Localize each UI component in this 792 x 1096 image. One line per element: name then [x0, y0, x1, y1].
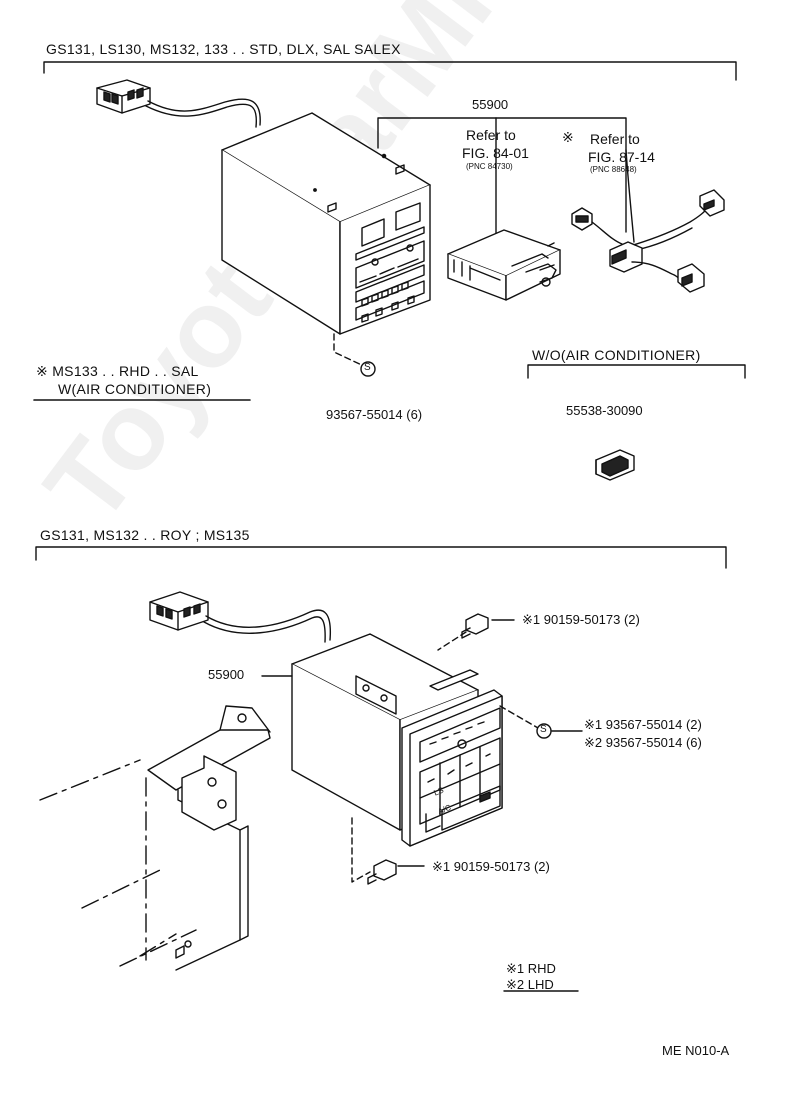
wo-ac-bracket — [527, 364, 746, 379]
top-screw-part-number: 93567-55014 (6) — [326, 407, 423, 422]
top-ac-harness — [571, 149, 725, 293]
top-55900-callout — [377, 117, 627, 233]
bottom-top-bolt — [461, 613, 489, 639]
bottom-harness-connector — [149, 591, 209, 631]
refer2-pnc: (PNC 88648) — [590, 165, 637, 174]
legend-rhd: ※1 RHD — [506, 961, 556, 976]
bottom-unit-part-number: 55900 — [208, 667, 245, 682]
refer2-mark: ※ — [562, 129, 574, 145]
wo-ac-label: W/O(AIR CONDITIONER) — [532, 347, 701, 363]
bottom-screw-symbol — [536, 723, 552, 739]
legend-lhd: ※2 LHD — [506, 977, 554, 992]
refer2-line2: FIG. 87-14 — [588, 149, 655, 165]
top-screw-s-glyph: S — [364, 362, 371, 373]
top-harness-connector — [96, 79, 151, 114]
refer2-line1: Refer to — [590, 131, 640, 147]
mounting-bracket — [147, 705, 271, 971]
top-section-bracket — [43, 61, 737, 81]
bottom-section-bracket — [35, 546, 727, 569]
figure-code: ME N010-A — [662, 1043, 730, 1058]
dash-outline — [39, 759, 197, 967]
cover-part-number: 55538-30090 — [566, 403, 643, 418]
top-section-header: GS131, LS130, MS132, 133 . . STD, DLX, S… — [46, 41, 401, 57]
top-screw-leader — [333, 333, 369, 369]
bottom-wire — [203, 609, 332, 643]
refer1-line1: Refer to — [466, 127, 516, 143]
bottom-bolt-lower-label: ※1 90159-50173 (2) — [432, 859, 550, 874]
bottom-lower-bolt — [367, 859, 397, 885]
bottom-screw-label-1: ※1 93567-55014 (2) — [584, 717, 702, 732]
bottom-screw-label-2: ※2 93567-55014 (6) — [584, 735, 702, 750]
refer1-pnc: (PNC 84730) — [466, 162, 513, 171]
bottom-control-unit — [291, 633, 503, 847]
bottom-screw-s-glyph: S — [540, 724, 547, 735]
top-screw-symbol — [360, 361, 376, 377]
top-control-unit — [221, 112, 431, 335]
bottom-section-header: GS131, MS132 . . ROY ; MS135 — [40, 527, 250, 543]
top-control-panel — [447, 229, 561, 301]
top-note-line1: ※ MS133 . . RHD . . SAL — [36, 363, 199, 379]
bottom-bolt-top-label: ※1 90159-50173 (2) — [522, 612, 640, 627]
top-unit-part-number: 55900 — [472, 97, 509, 112]
refer1-line2: FIG. 84-01 — [462, 145, 529, 161]
top-wire — [145, 98, 261, 128]
cover-plug — [595, 449, 635, 481]
top-note-line2: W(AIR CONDITIONER) — [58, 381, 212, 397]
